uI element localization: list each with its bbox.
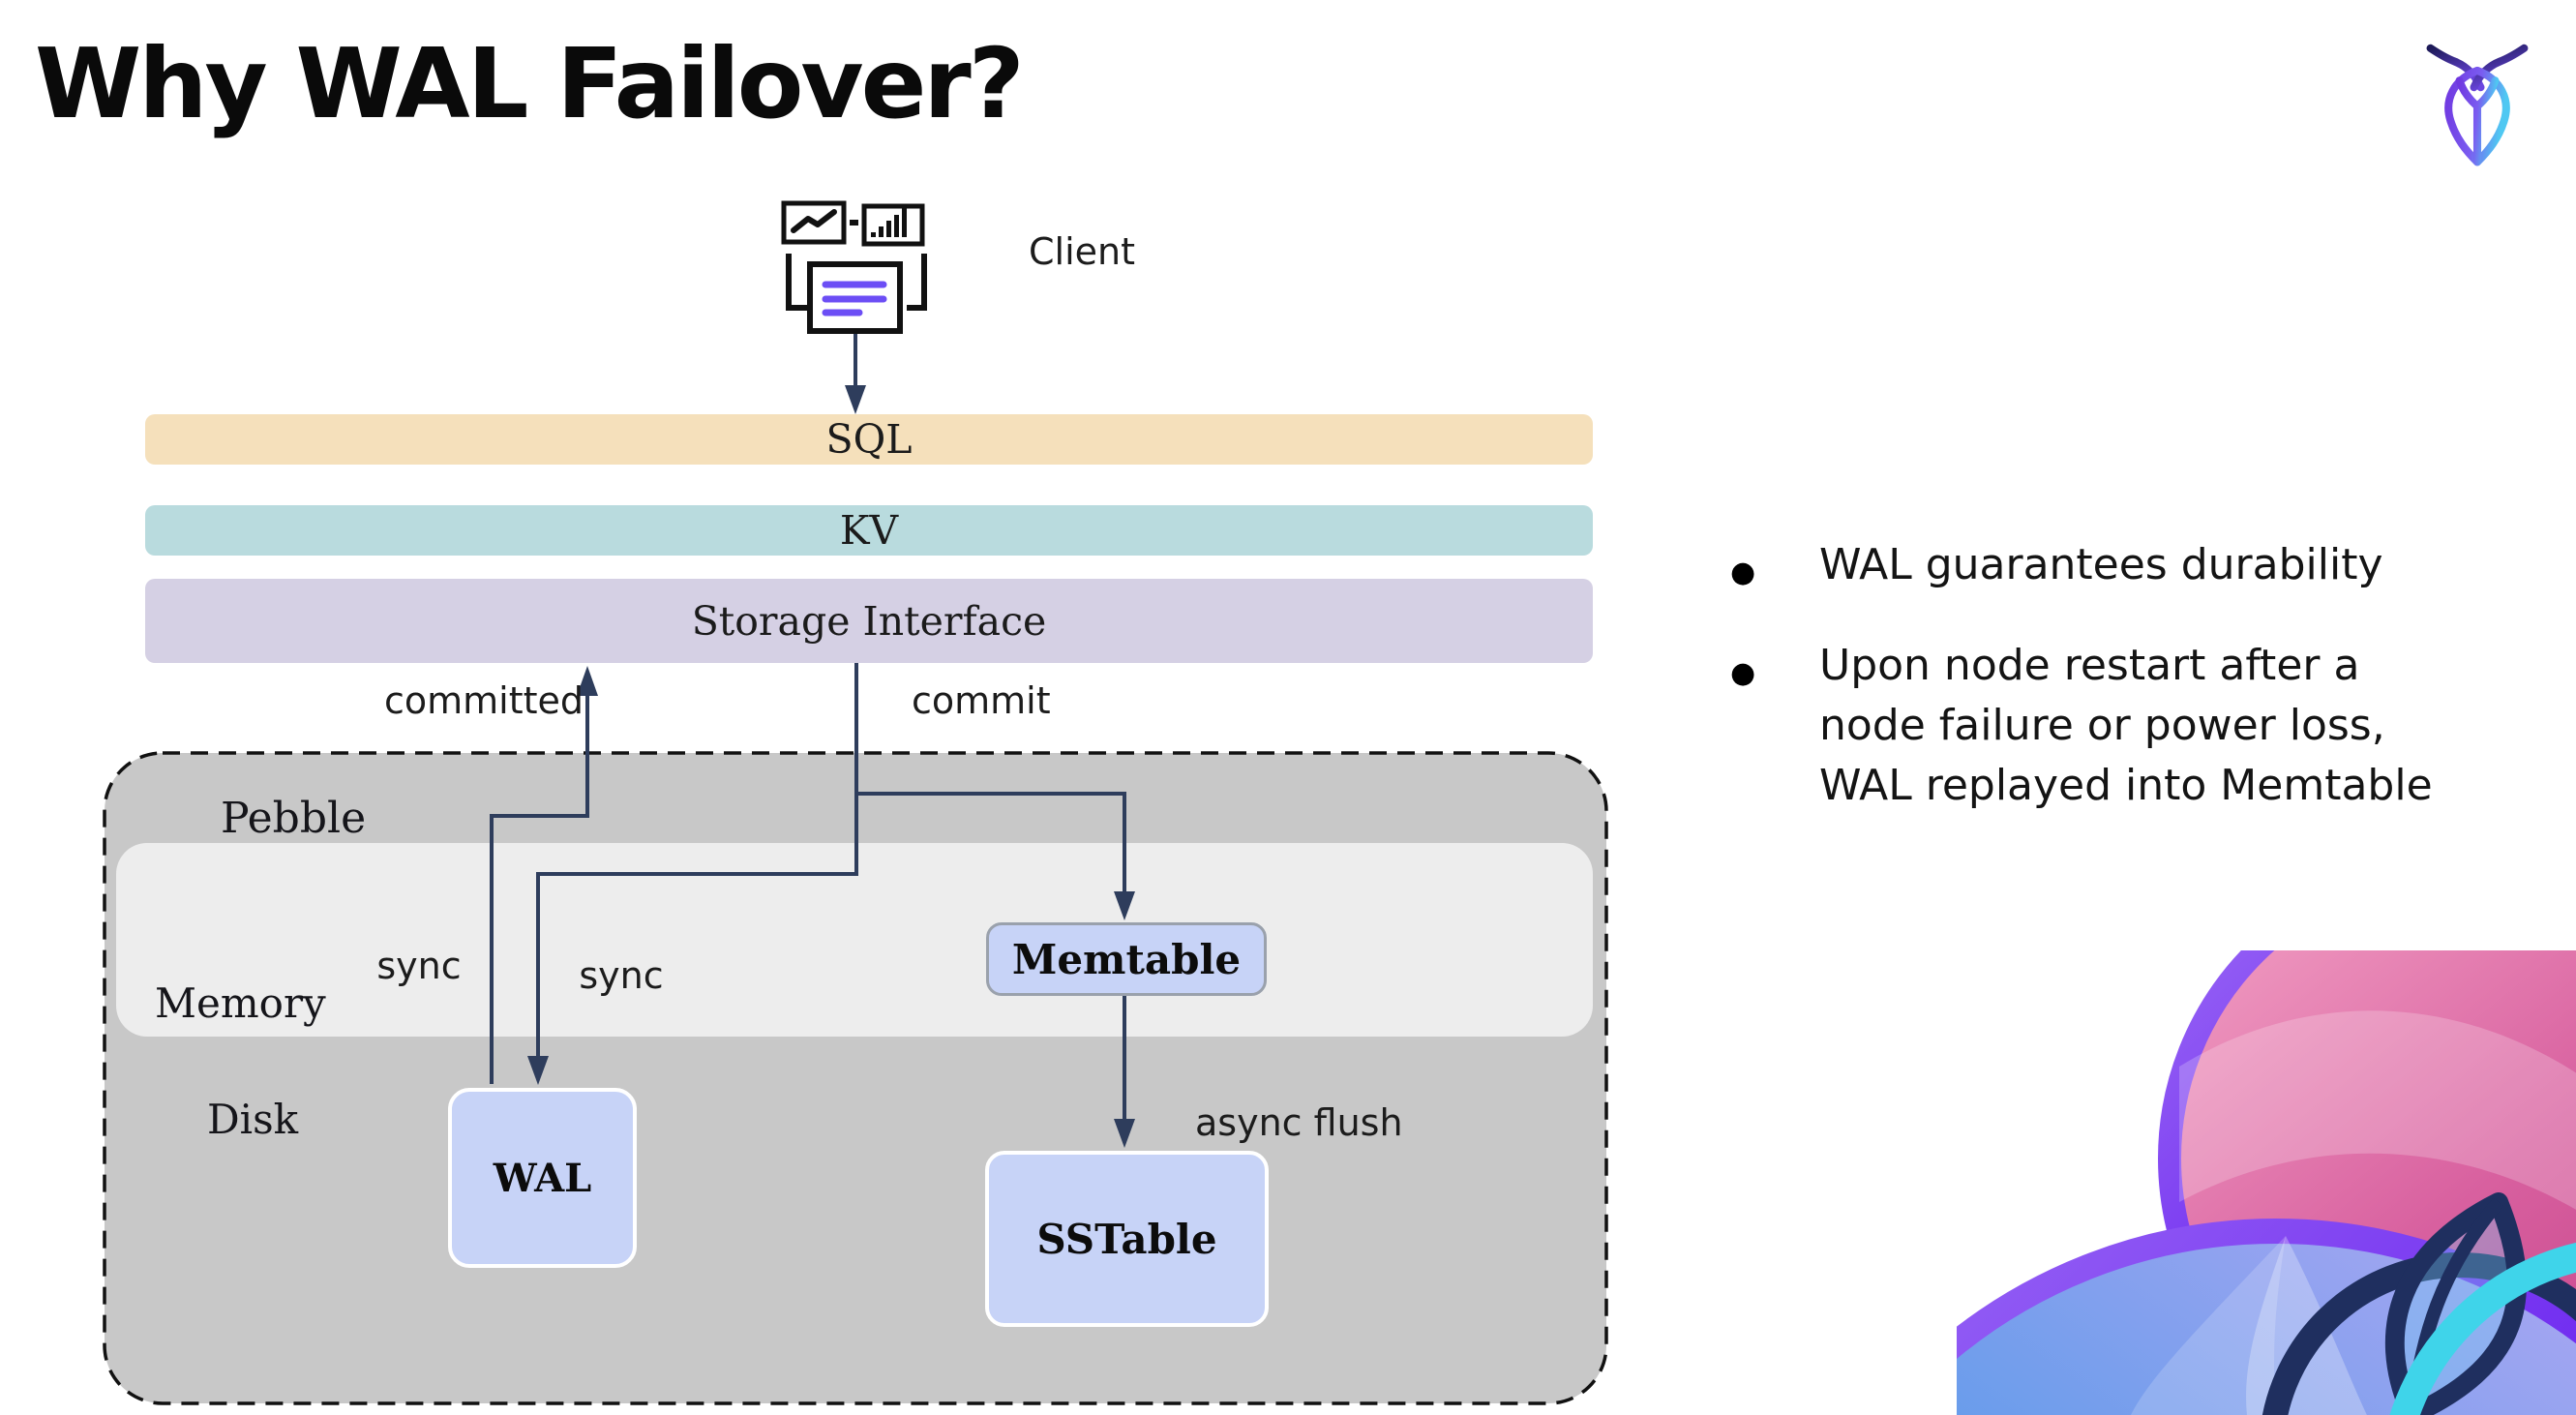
layer-label-kv: KV (839, 507, 899, 554)
sstable-node: SSTable (985, 1151, 1269, 1327)
memtable-node-label: Memtable (1011, 935, 1242, 983)
window-bracket-icon (786, 254, 927, 311)
arrowhead-async-flush-icon (1114, 1119, 1135, 1148)
layer-label-storage-interface: Storage Interface (691, 597, 1047, 645)
layer-bar-sql: SQL (145, 414, 1593, 465)
document-text-lines (822, 281, 887, 316)
bar-chart-icon (861, 203, 925, 247)
async-flush-edge-label: async flush (1195, 1101, 1403, 1144)
bullet-item-replay: Upon node restart after a node failure o… (1730, 636, 2446, 816)
client-app-icon (781, 200, 927, 334)
edge-commit-to-memtable (856, 792, 1126, 893)
cockroachdb-logo-icon (2426, 44, 2529, 166)
client-label: Client (1029, 230, 1136, 273)
bar-chart-glyph (871, 207, 907, 237)
commit-edge-label: commit (912, 679, 1051, 722)
connector-lines (490, 333, 1126, 1121)
layer-label-sql: SQL (825, 416, 913, 463)
sync-right-edge-label: sync (579, 954, 664, 997)
memtable-node: Memtable (986, 922, 1267, 996)
arrowhead-sync-wal-icon (527, 1056, 549, 1085)
layer-bar-kv: KV (145, 505, 1593, 556)
bullet-item-durability: WAL guarantees durability (1730, 535, 2446, 603)
layer-bar-storage-interface: Storage Interface (145, 579, 1593, 663)
line-chart-glyph (791, 209, 837, 233)
arrowhead-client-icon (845, 385, 866, 414)
edge-commit-to-wal (536, 661, 858, 1057)
disk-label: Disk (207, 1096, 299, 1143)
pebble-label: Pebble (221, 794, 367, 843)
arrowhead-commit-memtable-icon (1114, 891, 1135, 920)
committed-edge-label: committed (384, 679, 584, 722)
memory-label: Memory (155, 979, 326, 1027)
sync-left-edge-label: sync (376, 945, 462, 987)
edge-committed (490, 695, 589, 1084)
arrowhead-committed-icon (577, 666, 598, 696)
slide-title: Why WAL Failover? (35, 27, 1025, 140)
wal-node: WAL (448, 1088, 637, 1268)
bullet-list: WAL guarantees durability Upon node rest… (1730, 535, 2446, 816)
brand-art (1957, 950, 2576, 1415)
sstable-node-label: SSTable (1036, 1215, 1217, 1263)
wal-node-label: WAL (493, 1155, 592, 1201)
arrow-heads (527, 385, 1135, 1148)
